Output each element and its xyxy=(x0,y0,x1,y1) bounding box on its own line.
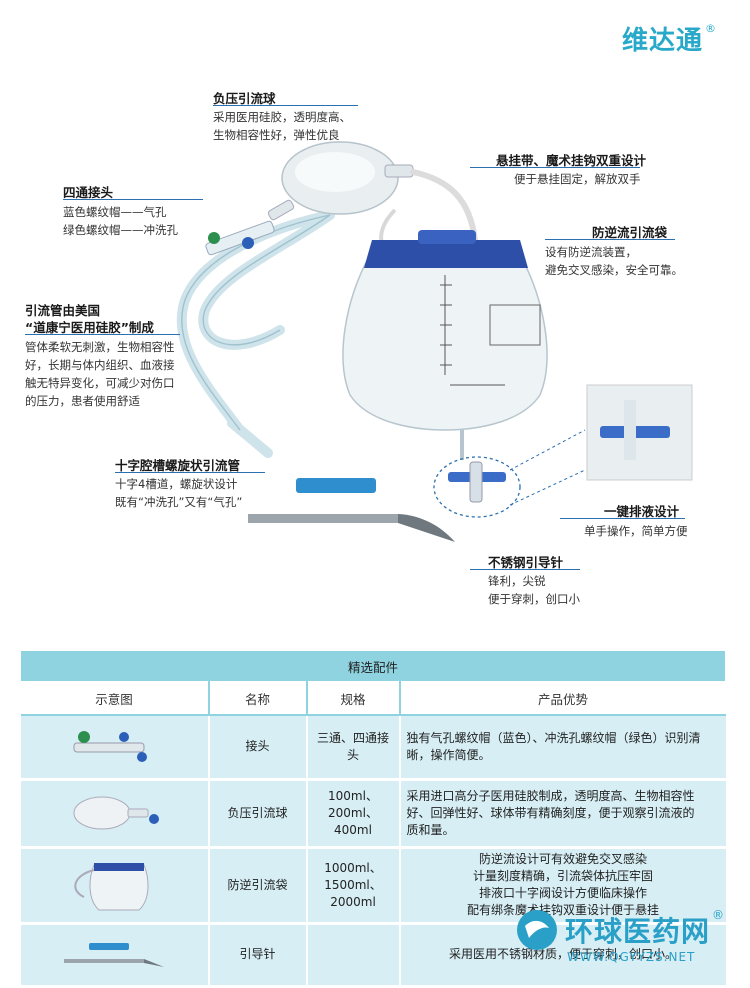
anti-reflux-bag xyxy=(342,230,548,460)
row-name: 负压引流球 xyxy=(207,779,307,849)
table-row: 引导针 采用医用不锈钢材质，便于穿刺，创口小。 xyxy=(20,923,726,988)
tube-title-1: 引流管由美国 xyxy=(25,303,101,318)
fourway-desc-2: 绿色螺纹帽——冲洗孔 xyxy=(63,223,178,237)
watermark-url: WWW.QGYYZS.NET xyxy=(567,950,696,964)
table-row: 防逆引流袋 1000ml、1500ml、2000ml 防逆流设计可有效避免交叉感… xyxy=(20,847,726,925)
watermark-reg: ® xyxy=(712,908,725,922)
table-row: 接头 三通、四通接头 独有气孔螺纹帽（蓝色）、冲洗孔螺纹帽（绿色）识别清晰，操作… xyxy=(20,715,726,781)
needle-desc-1: 锋利，尖锐 xyxy=(488,574,546,588)
header-name: 名称 xyxy=(207,681,307,716)
row-spec xyxy=(305,923,400,988)
stainless-needle xyxy=(248,514,455,542)
ball-desc-1: 采用医用硅胶，透明度高、 xyxy=(213,110,351,124)
row-name: 引导针 xyxy=(207,923,307,988)
row-image xyxy=(20,779,209,849)
negative-pressure-ball xyxy=(267,141,414,221)
row-image xyxy=(20,847,209,925)
hanger-desc-1: 便于悬挂固定，解放双手 xyxy=(514,172,641,186)
ball-title: 负压引流球 xyxy=(213,91,276,106)
spiral-tube-piece xyxy=(296,478,376,493)
globe-icon xyxy=(517,910,557,950)
tube-desc-4: 的压力，患者使用舒适 xyxy=(25,394,140,408)
spiral-underline xyxy=(115,472,265,474)
accessories-table: 精选配件 示意图 名称 规格 产品优势 接头 三通、四通接头 独有气孔螺纹帽（蓝… xyxy=(19,650,727,988)
brand-logo: 维达通 xyxy=(622,26,704,56)
connector-thumbnail xyxy=(73,730,147,762)
needle-thumbnail xyxy=(64,942,164,967)
tube-desc-1: 管体柔软无刺激，生物相容性 xyxy=(25,340,175,354)
header-advantage: 产品优势 xyxy=(398,681,726,716)
spiral-desc-2: 既有“冲洗孔”又有“气孔” xyxy=(115,495,243,509)
row-image xyxy=(20,923,209,988)
row-spec: 1000ml、1500ml、2000ml xyxy=(305,847,400,925)
product-illustration xyxy=(176,141,693,542)
fourway-title: 四通接头 xyxy=(63,185,114,200)
watermark-text: 环球医药网 xyxy=(565,915,711,948)
drain-desc-1: 单手操作，简单方便 xyxy=(584,524,688,538)
drain-underline xyxy=(560,518,685,520)
hanger-strap xyxy=(410,169,478,243)
drain-valve-highlight xyxy=(433,456,521,518)
fourway-desc-1: 蓝色螺纹帽——气孔 xyxy=(63,205,167,219)
ball-desc-2: 生物相容性好，弹性优良 xyxy=(213,128,340,142)
spiral-desc-1: 十字4槽道，螺旋状设计 xyxy=(115,477,238,491)
table-caption: 精选配件 xyxy=(19,650,727,682)
needle-desc-2: 便于穿刺，创口小 xyxy=(488,592,580,606)
ball-thumbnail xyxy=(73,796,159,830)
spiral-title: 十字腔槽螺旋状引流管 xyxy=(115,458,241,473)
watermark: 环球医药网 ® WWW.QGYYZS.NET xyxy=(515,908,724,964)
needle-title: 不锈钢引导针 xyxy=(488,555,564,570)
drainage-tube-coil xyxy=(176,210,335,458)
four-way-connector xyxy=(205,220,275,256)
tube-title-2: “道康宁医用硅胶”制成 xyxy=(25,320,154,335)
tube-desc-2: 好，长期与体内组织、血液接 xyxy=(25,358,175,372)
row-name: 防逆引流袋 xyxy=(207,847,307,925)
antireflux-desc-1: 设有防逆流装置， xyxy=(545,245,637,259)
table-row: 负压引流球 100ml、200ml、400ml 采用进口高分子医用硅胶制成，透明… xyxy=(20,779,726,849)
drain-title: 一键排液设计 xyxy=(604,504,680,519)
drain-valve xyxy=(448,461,506,503)
row-name: 接头 xyxy=(207,715,307,781)
header-image: 示意图 xyxy=(20,681,209,716)
tube-underline xyxy=(25,334,180,336)
ball-underline xyxy=(213,105,358,107)
row-advantage: 采用医用不锈钢材质，便于穿刺，创口小。 xyxy=(398,923,726,988)
bag-thumbnail xyxy=(74,863,149,911)
row-image xyxy=(20,715,209,781)
tube-desc-3: 触无特异变化，可减少对伤口 xyxy=(25,376,175,390)
antireflux-title: 防逆流引流袋 xyxy=(592,225,668,240)
row-advantage: 防逆流设计可有效避免交叉感染计量刻度精确，引流袋体抗压牢固排液口十字阀设计方便临… xyxy=(398,847,726,925)
brand-reg-mark: ® xyxy=(705,22,716,35)
needle-underline xyxy=(470,569,580,571)
fourway-underline xyxy=(63,199,203,201)
hanger-underline xyxy=(470,167,640,169)
row-spec: 100ml、200ml、400ml xyxy=(305,779,400,849)
row-spec: 三通、四通接头 xyxy=(305,715,400,781)
row-advantage: 独有气孔螺纹帽（蓝色）、冲洗孔螺纹帽（绿色）识别清晰，操作简便。 xyxy=(398,715,726,781)
row-advantage: 采用进口高分子医用硅胶制成，透明度高、生物相容性好、回弹性好、球体带有精确刻度，… xyxy=(398,779,726,849)
antireflux-desc-2: 避免交叉感染，安全可靠。 xyxy=(545,263,683,277)
header-spec: 规格 xyxy=(305,681,400,716)
hanger-title: 悬挂带、魔术挂钩双重设计 xyxy=(496,153,647,168)
antireflux-underline xyxy=(545,239,675,241)
